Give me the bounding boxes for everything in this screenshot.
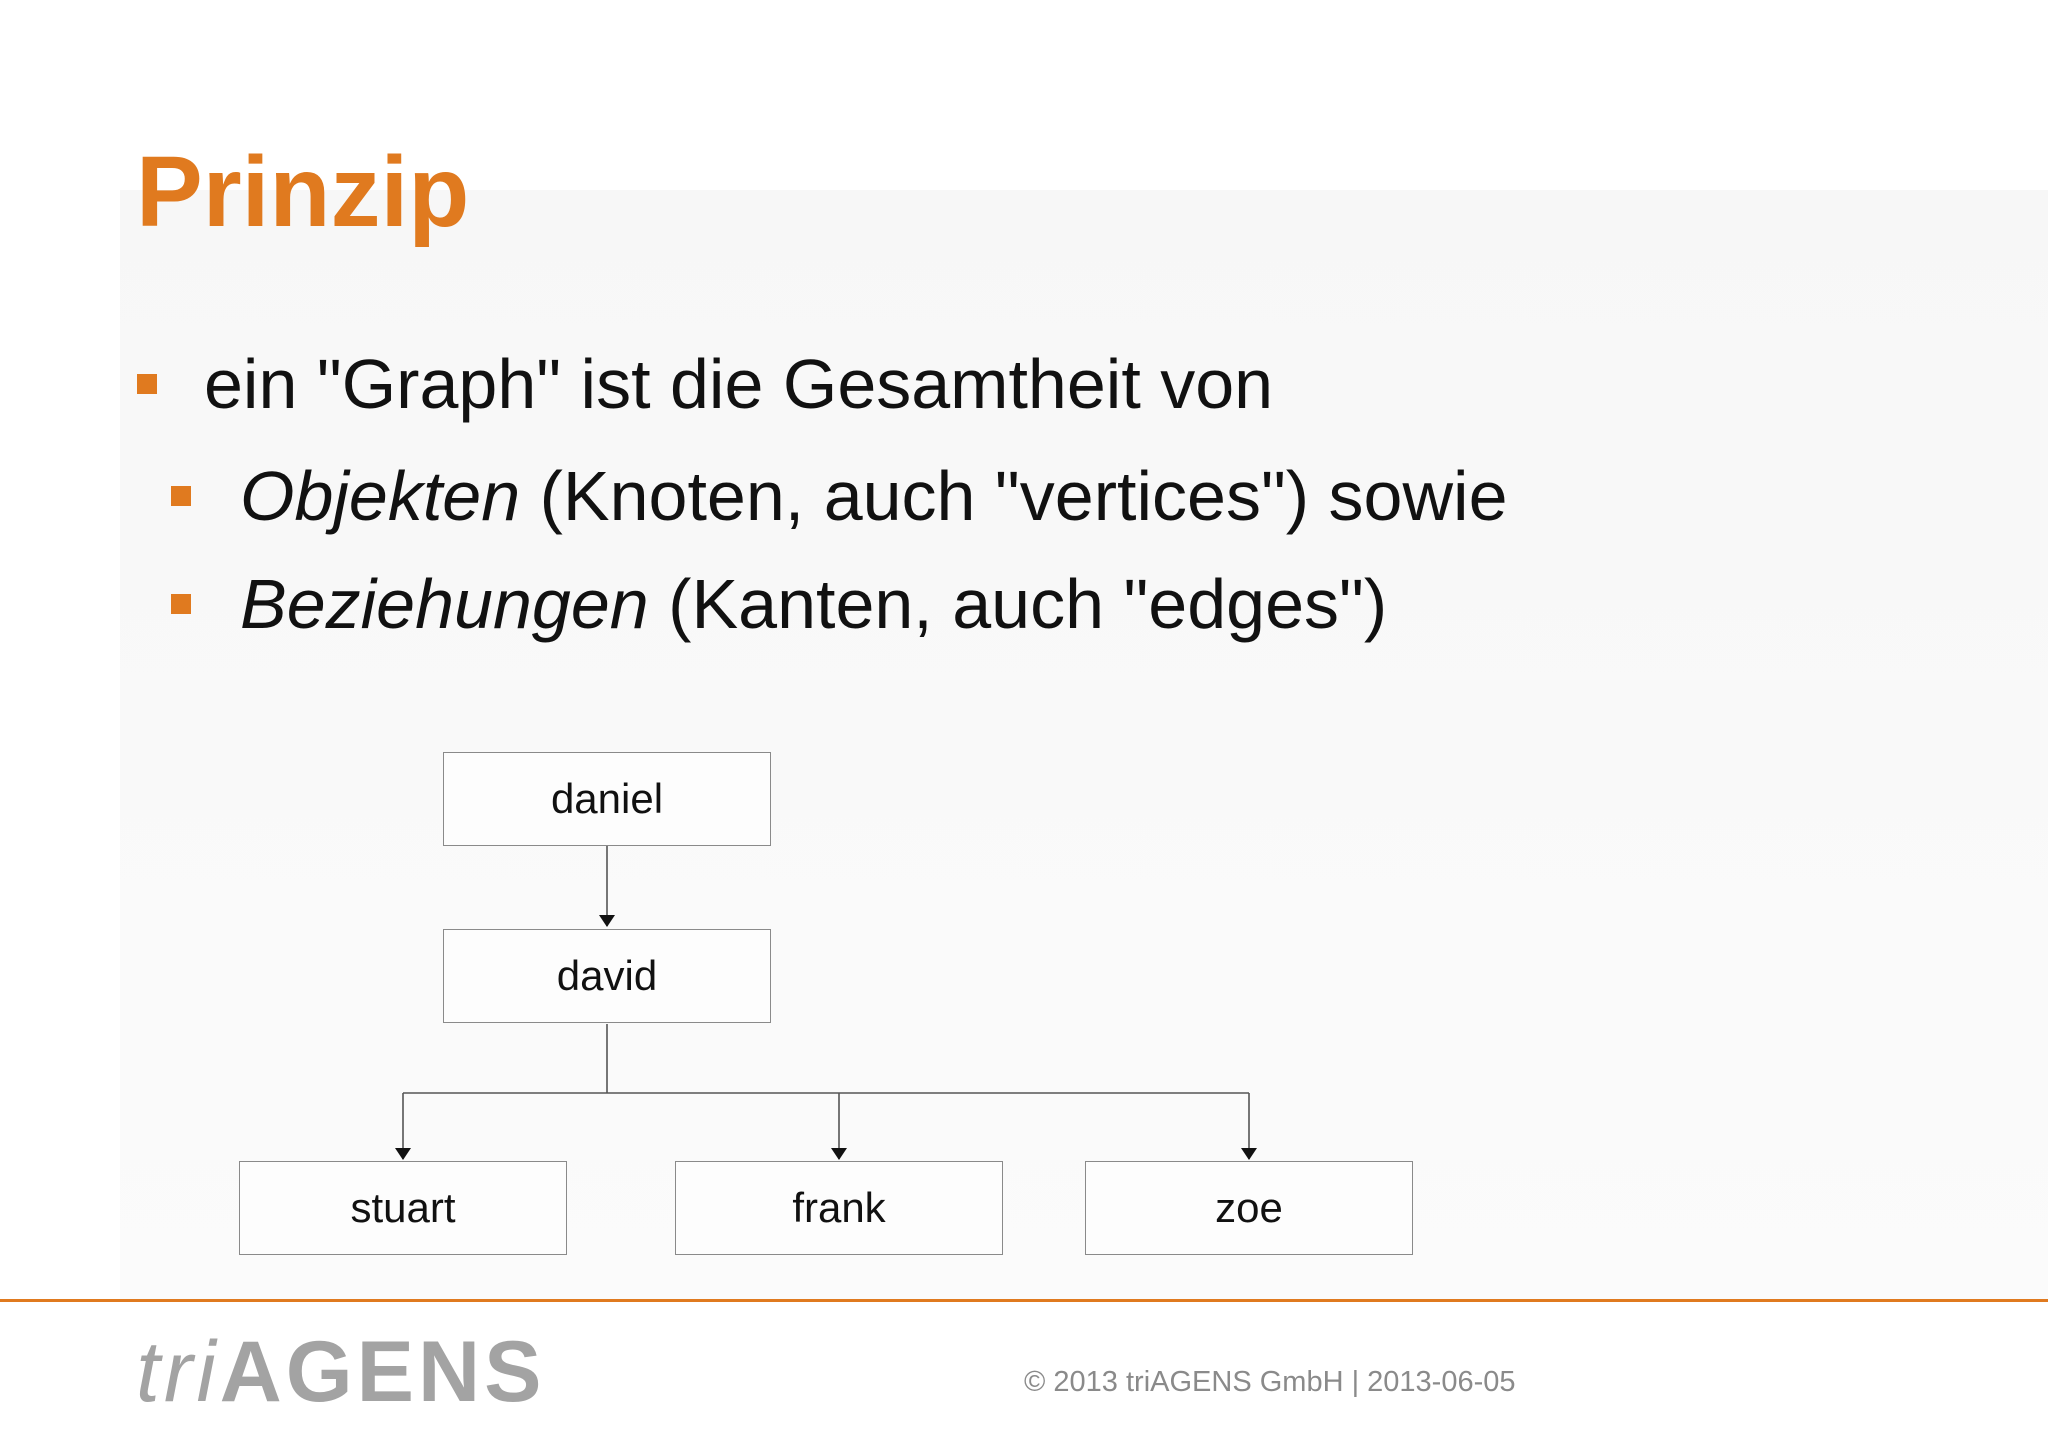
footer-divider <box>0 1299 2048 1302</box>
node-daniel: daniel <box>443 752 771 846</box>
bullet-text: (Kanten, auch "edges") <box>648 565 1388 643</box>
node-david: david <box>443 929 771 1023</box>
node-zoe: zoe <box>1085 1161 1413 1255</box>
node-label: frank <box>792 1184 886 1231</box>
triagens-logo: triAGENS <box>136 1322 545 1422</box>
bullet-emphasis: Beziehungen <box>240 565 649 643</box>
content-background <box>120 190 2048 1300</box>
node-label: stuart <box>350 1184 456 1231</box>
bullet-text: (Knoten, auch "vertices") sowie <box>520 457 1508 535</box>
bullet-emphasis: Objekten <box>240 457 521 535</box>
bullet-objects: Objekten (Knoten, auch "vertices") sowie <box>240 454 1508 538</box>
node-frank: frank <box>675 1161 1003 1255</box>
bullet-graph-definition: ein "Graph" ist die Gesamtheit von <box>204 342 1273 426</box>
bullet-marker <box>171 486 191 506</box>
node-stuart: stuart <box>239 1161 567 1255</box>
logo-agens: AGENS <box>219 1324 546 1420</box>
logo-tri: tri <box>136 1324 220 1420</box>
bullet-marker <box>137 374 157 394</box>
slide-title: Prinzip <box>136 136 470 248</box>
bullet-relations: Beziehungen (Kanten, auch "edges") <box>240 562 1387 646</box>
copyright-text: © 2013 triAGENS GmbH | 2013-06-05 <box>1024 1366 1516 1398</box>
node-label: daniel <box>550 775 664 822</box>
bullet-text: ein "Graph" ist die Gesamtheit von <box>204 345 1274 423</box>
node-label: david <box>556 952 658 999</box>
node-label: zoe <box>1215 1184 1283 1231</box>
bullet-marker <box>171 594 191 614</box>
